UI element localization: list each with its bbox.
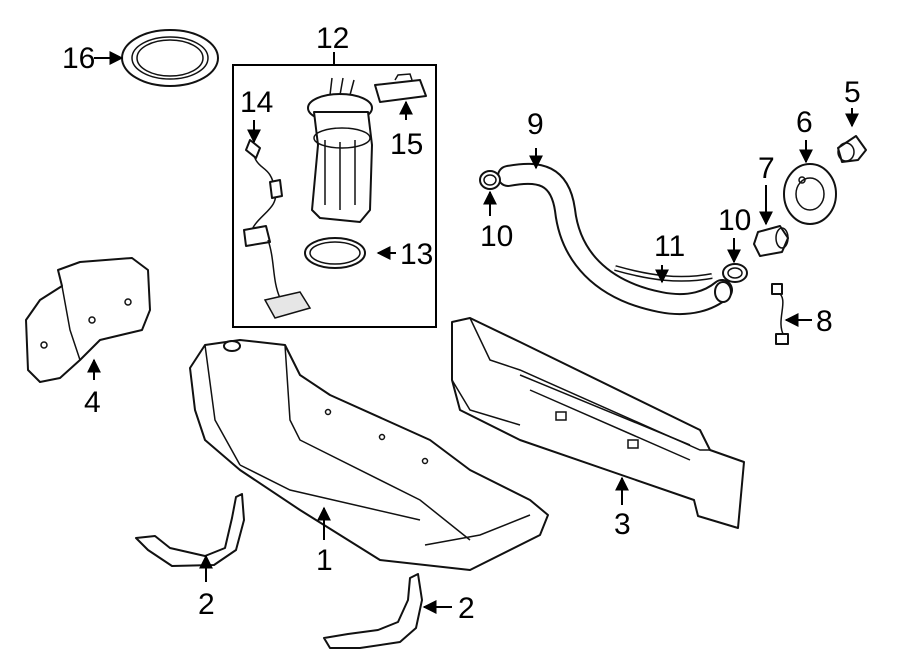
callout-15: 15 (390, 128, 423, 161)
callout-8: 8 (816, 305, 833, 338)
callout-2b: 2 (458, 592, 475, 625)
callout-13: 13 (400, 238, 433, 271)
lock-ring-part[interactable] (121, 29, 219, 87)
hose-clamp-part-b[interactable] (722, 263, 748, 283)
callout-2a: 2 (198, 588, 215, 621)
callout-9: 9 (527, 108, 544, 141)
callout-4: 4 (84, 386, 101, 419)
connector-part[interactable] (374, 73, 427, 103)
callout-7: 7 (758, 152, 775, 185)
callout-16: 16 (62, 42, 95, 75)
callout-1: 1 (316, 544, 333, 577)
tank-strap-part-a[interactable] (135, 493, 245, 567)
fuel-cap-part[interactable] (837, 135, 867, 163)
heat-shield-part[interactable] (25, 257, 151, 383)
callout-10b: 10 (718, 204, 751, 237)
hose-clamp-part-a[interactable] (479, 170, 501, 190)
filler-valve-part[interactable] (753, 225, 789, 257)
callout-12: 12 (316, 22, 349, 55)
callout-5: 5 (844, 76, 861, 109)
filler-housing-part[interactable] (783, 163, 837, 225)
callout-3: 3 (614, 508, 631, 541)
callout-14: 14 (240, 86, 273, 119)
callout-10a: 10 (480, 220, 513, 253)
wiring-harness-part[interactable] (771, 283, 789, 345)
tank-strap-part-b[interactable] (323, 573, 423, 649)
pump-seal-part[interactable] (304, 237, 366, 269)
filler-hose-part[interactable] (497, 162, 733, 316)
callout-6: 6 (796, 106, 813, 139)
pump-wiring-part[interactable] (243, 139, 312, 319)
callout-11: 11 (654, 230, 685, 263)
fuel-tank-part[interactable] (189, 339, 549, 571)
skid-plate-part[interactable] (451, 317, 745, 529)
fuel-pump-module[interactable] (307, 77, 373, 223)
